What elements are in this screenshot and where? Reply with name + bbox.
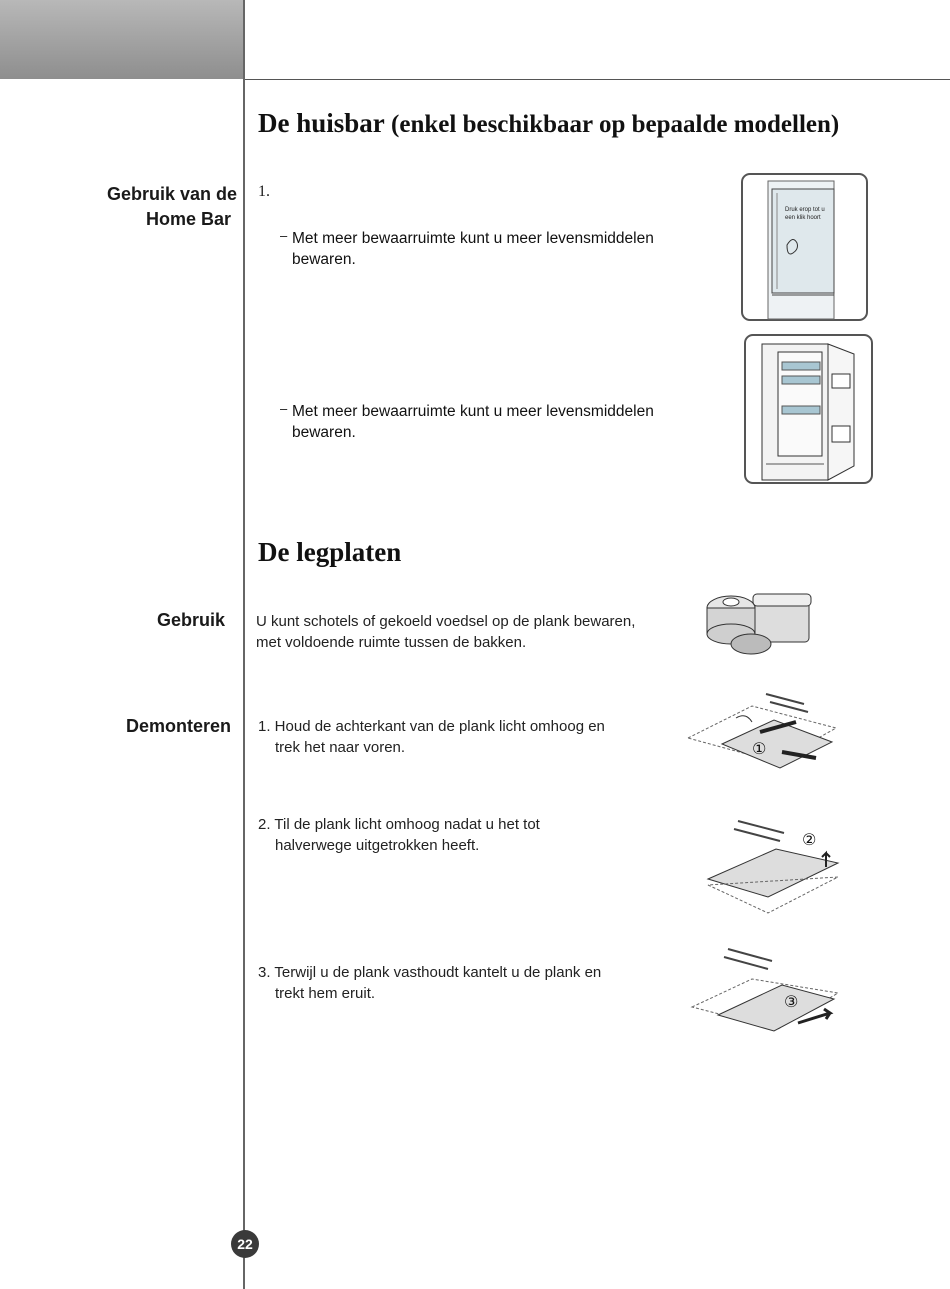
homebar-note-1: – Met meer bewaarruimte kunt u meer leve…: [280, 228, 654, 270]
marker-1: ①: [752, 739, 766, 758]
homebar-side-label: Gebruik van de Home Bar: [40, 182, 237, 232]
page-number: 22: [231, 1230, 259, 1258]
shelves-remove-label: Demonteren: [125, 716, 231, 736]
shelves-title: De legplaten: [258, 537, 402, 567]
usage-line2: met voldoende ruimte tussen de bakken.: [256, 634, 527, 651]
shelf-step-3-illustration: ③: [690, 948, 840, 1032]
homebar-note-2-line1: Met meer bewaarruimte kunt u meer levens…: [292, 403, 654, 420]
step3-line1: 3. Terwijl u de plank vasthoudt kantelt …: [258, 964, 602, 981]
shelves-usage-label: Gebruik: [156, 610, 225, 630]
header-rule: [243, 79, 950, 80]
step1-line1: 1. Houd de achterkant van de plank licht…: [258, 718, 605, 735]
dash-marker: –: [280, 228, 288, 243]
homebar-side-label-line1: Gebruik van de: [106, 184, 237, 204]
section-tab-label: Bediening: [817, 32, 920, 58]
usage-line1: U kunt schotels of gekoeld voedsel op de…: [256, 613, 636, 630]
homebar-title-main: De huisbar: [258, 108, 392, 138]
homebar-title-suffix: (enkel beschikbaar op bepaalde modellen): [391, 111, 840, 138]
door-label-1: Druk erop tot u: [785, 207, 825, 213]
homebar-note-2-line2: bewaren.: [292, 424, 356, 441]
homebar-note-1-line2: bewaren.: [292, 251, 356, 268]
remove-step-3: 3. Terwijl u de plank vasthoudt kantelt …: [258, 962, 601, 1004]
shelf-step-1-illustration: ①: [686, 693, 838, 769]
homebar-title: De huisbar (enkel beschikbaar op bepaald…: [258, 108, 839, 139]
margin-rule: [243, 0, 245, 1289]
step1-line2: trek het naar voren.: [275, 739, 406, 756]
homebar-note-2: – Met meer bewaarruimte kunt u meer leve…: [280, 401, 654, 443]
door-label-2: een klik hoort: [785, 215, 821, 221]
shelf-step-2-illustration: ②: [706, 820, 840, 914]
dash-marker: –: [280, 401, 288, 416]
shelves-usage-text: U kunt schotels of gekoeld voedsel op de…: [256, 611, 635, 653]
food-containers-illustration: [706, 593, 812, 655]
fridge-open-illustration: [744, 334, 873, 484]
homebar-note-1-line1: Met meer bewaarruimte kunt u meer levens…: [292, 230, 654, 247]
step2-line2: halverwege uitgetrokken heeft.: [275, 837, 480, 854]
homebar-step-number: 1.: [258, 183, 270, 200]
marker-3: ③: [784, 992, 798, 1011]
marker-2: ②: [802, 830, 816, 849]
remove-step-2: 2. Til de plank licht omhoog nadat u het…: [258, 814, 540, 856]
fridge-closed-illustration: Druk erop tot u een klik hoort: [741, 173, 868, 321]
step3-line2: trekt hem eruit.: [275, 985, 376, 1002]
homebar-side-label-line2: Home Bar: [145, 209, 231, 229]
step2-line1: 2. Til de plank licht omhoog nadat u het…: [258, 816, 540, 833]
remove-step-1: 1. Houd de achterkant van de plank licht…: [258, 716, 605, 758]
section-tab: [0, 0, 244, 79]
